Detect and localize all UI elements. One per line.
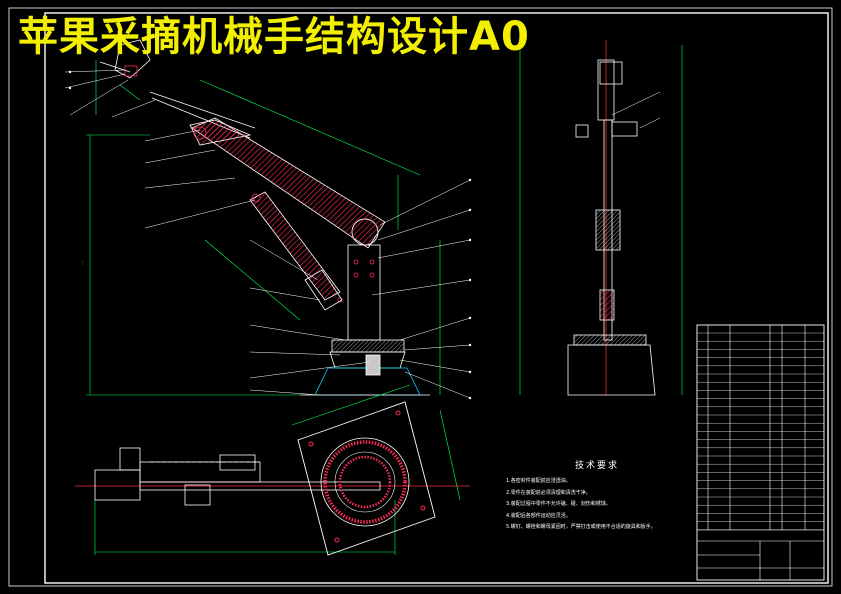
front-view-dimensions [86,60,441,396]
tech-requirements-title: 技术要求 [575,461,620,471]
parts-list-rows [697,332,824,530]
parts-list-table [696,324,825,581]
manipulator-side-view-icon [519,40,683,396]
sheet-frame [8,7,833,587]
svg-text:...: ... [79,260,85,265]
tech-requirement-item: 5.螺钉、螺栓和螺母紧固时，严禁打击或使用不合适的旋具和扳手。 [506,524,656,530]
vertical-column [337,244,381,341]
tech-requirement-item: 4.装配后各部件运动应灵活。 [506,512,571,519]
tech-requirement-item: 1.各密封件装配前应浸透油。 [506,478,571,484]
hydraulic-cylinder [249,191,343,311]
turntable-flange-view-icon [291,384,461,556]
side-view-dimensions [519,45,683,395]
side-view-body [567,59,656,396]
tech-requirement-item: 2.零件在装配前必须清理和清洗干净。 [506,489,591,496]
manipulator-front-view-icon: ... [64,39,472,400]
base-assembly [300,339,430,396]
forearm-links [149,91,256,146]
front-leaders [64,69,471,399]
manipulator-top-view-icon [75,447,470,555]
gripper-front [99,39,151,79]
tech-requirement-item: 3.装配过程中零件不允许磕、碰、划伤和锈蚀。 [506,501,611,507]
tech-requirements-list: 1.各密封件装配前应浸透油。 2.零件在装配前必须清理和清洗干净。 3.装配过程… [506,476,696,534]
drawing-title: 苹果采摘机械手结构设计A0 [18,14,530,60]
